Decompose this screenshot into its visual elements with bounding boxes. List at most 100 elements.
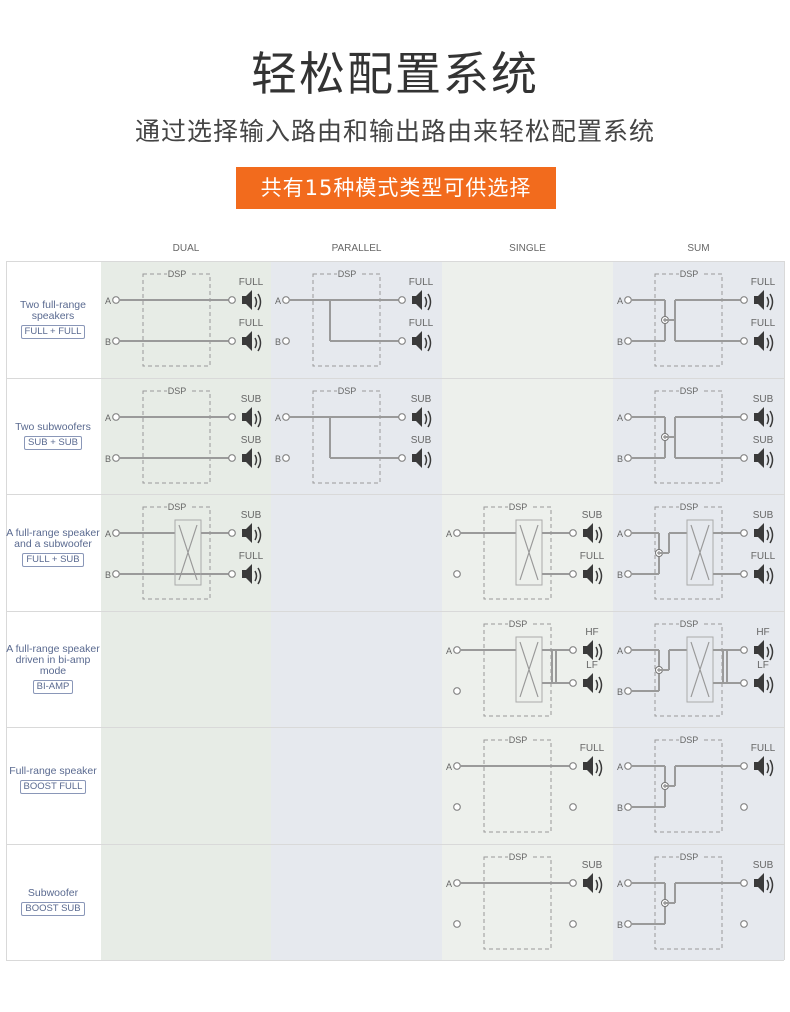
output-jack [228,529,236,537]
input-b-label: B [617,337,623,347]
speaker-wave [427,293,432,311]
output-jack [740,296,748,304]
output-jack [228,337,236,345]
input-a-label: A [446,879,452,889]
speaker-icon [583,873,593,893]
dsp-label: DSP [680,735,699,745]
output-jack [569,920,577,928]
crossover-box [686,636,714,703]
speaker-wave [257,451,262,469]
speaker-icon [583,756,593,776]
mode-diagram [442,262,613,378]
dsp-label-bg [679,386,701,396]
input-a-jack [453,879,461,887]
input-a-label: A [617,413,623,423]
dsp-label: DSP [680,619,699,629]
speaker-icon [412,331,422,351]
cell-background [613,845,784,960]
output-jack [740,337,748,345]
speaker-wave [257,526,262,544]
speaker-icon [754,756,764,776]
speaker-wave [766,337,770,349]
output-label: SUB [411,435,432,446]
mode-diagram [442,379,613,494]
speaker-icon [583,523,593,543]
input-a-label: A [275,296,281,306]
input-a-jack [624,413,632,421]
crossover-x [178,524,198,581]
output-jack [569,570,577,578]
speaker-wave [598,876,603,894]
output-label: SUB [241,394,262,405]
speaker-wave [766,679,770,691]
dsp-label-bg [679,269,701,279]
output-jack [228,296,236,304]
dsp-label-bg [508,502,530,512]
speaker-wave [424,296,428,308]
output-label: FULL [751,743,776,754]
speaker-wave [598,526,603,544]
dsp-box [654,390,723,484]
speaker-icon [242,564,252,584]
speaker-wave [427,451,432,469]
dsp-box [483,856,552,950]
cell-background [613,728,784,844]
grid-col-line [784,261,785,960]
row-label-text: Subwoofer [27,887,79,899]
grid-row-line [6,494,784,495]
input-a-jack [624,296,632,304]
speaker-wave [257,567,262,585]
dsp-label-bg [167,269,189,279]
input-a-label: A [617,879,623,889]
dsp-label: DSP [168,502,187,512]
speaker-icon [242,331,252,351]
dsp-label: DSP [680,386,699,396]
output-label: FULL [409,277,434,288]
output-jack [398,296,406,304]
input-a-label: A [617,762,623,772]
output-label: FULL [580,743,605,754]
crossover-box [515,636,543,703]
output-jack [398,413,406,421]
cell-background [442,262,613,378]
output-label: SUB [753,394,774,405]
input-b-label: B [617,920,623,930]
input-b-jack [282,454,290,462]
output-label: FULL [239,318,264,329]
cell-background [442,379,613,494]
speaker-wave [595,879,599,891]
input-a-jack [453,529,461,537]
mode-diagram [101,845,271,960]
output-label: SUB [753,860,774,871]
cell-background [101,728,271,844]
dsp-label: DSP [168,269,187,279]
speaker-wave [766,762,770,774]
dsp-label: DSP [509,735,528,745]
output-jack [569,879,577,887]
cell-background [101,612,271,727]
input-a-label: A [275,413,281,423]
dsp-label: DSP [338,269,357,279]
speaker-icon [412,290,422,310]
input-b-jack [282,337,290,345]
row-label-text: Full-range speaker [9,765,97,777]
speaker-icon [412,407,422,427]
mode-count-badge: 共有15种模式类型可供选择 [236,167,556,209]
cell-background [442,845,613,960]
speaker-icon [242,523,252,543]
cell-background [442,612,613,727]
output-label: FULL [751,277,776,288]
output-jack [569,762,577,770]
speaker-icon [754,673,764,693]
speaker-wave [424,454,428,466]
output-label: SUB [241,510,262,521]
dsp-box [654,856,723,950]
grid-top-line [6,261,784,262]
speaker-wave [769,759,774,777]
